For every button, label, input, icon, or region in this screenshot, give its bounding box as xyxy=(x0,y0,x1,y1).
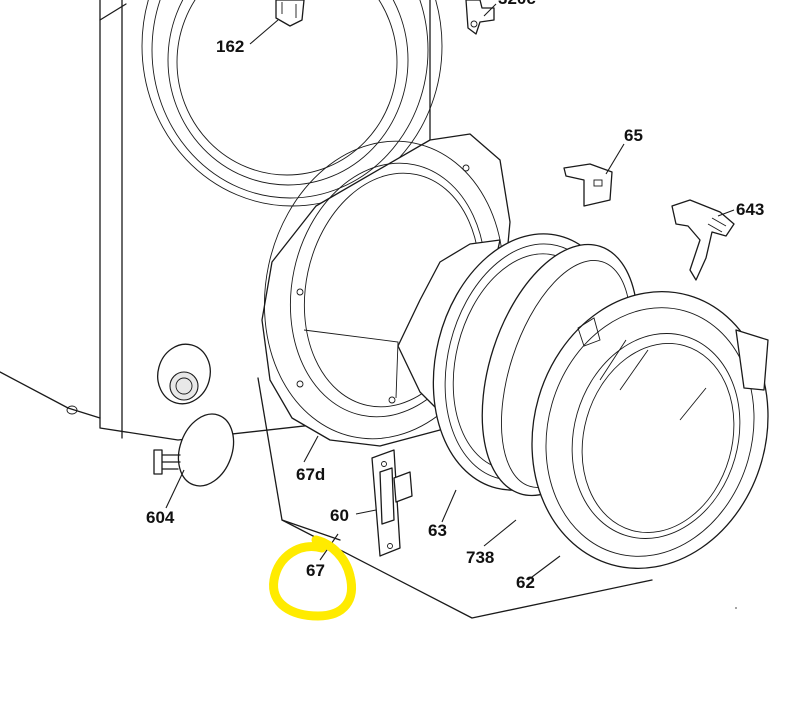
callout-162: 162 xyxy=(216,37,244,56)
callout-67: 67 xyxy=(306,561,325,580)
drain-filter-cover xyxy=(157,343,211,405)
part-60-door-lock xyxy=(371,449,413,557)
part-65-hinge-bracket xyxy=(563,163,613,207)
callout-320c: 320c xyxy=(498,0,536,8)
highlight-circle-67 xyxy=(269,535,356,621)
front-panel-base xyxy=(257,377,653,619)
callout-63: 63 xyxy=(428,521,447,540)
part-62-door xyxy=(531,291,769,569)
callout-65: 65 xyxy=(624,126,643,145)
part-162-bracket xyxy=(275,0,305,27)
callout-643: 643 xyxy=(736,200,764,219)
callout-60: 60 xyxy=(330,506,349,525)
part-320c-hinge xyxy=(465,0,495,35)
callout-604: 604 xyxy=(146,508,175,527)
callout-738: 738 xyxy=(466,548,494,567)
callout-67d: 67d xyxy=(296,465,325,484)
stray-dot xyxy=(735,607,737,609)
part-604-cap xyxy=(153,413,235,487)
callout-62: 62 xyxy=(516,573,535,592)
part-643-hinge xyxy=(671,199,735,281)
